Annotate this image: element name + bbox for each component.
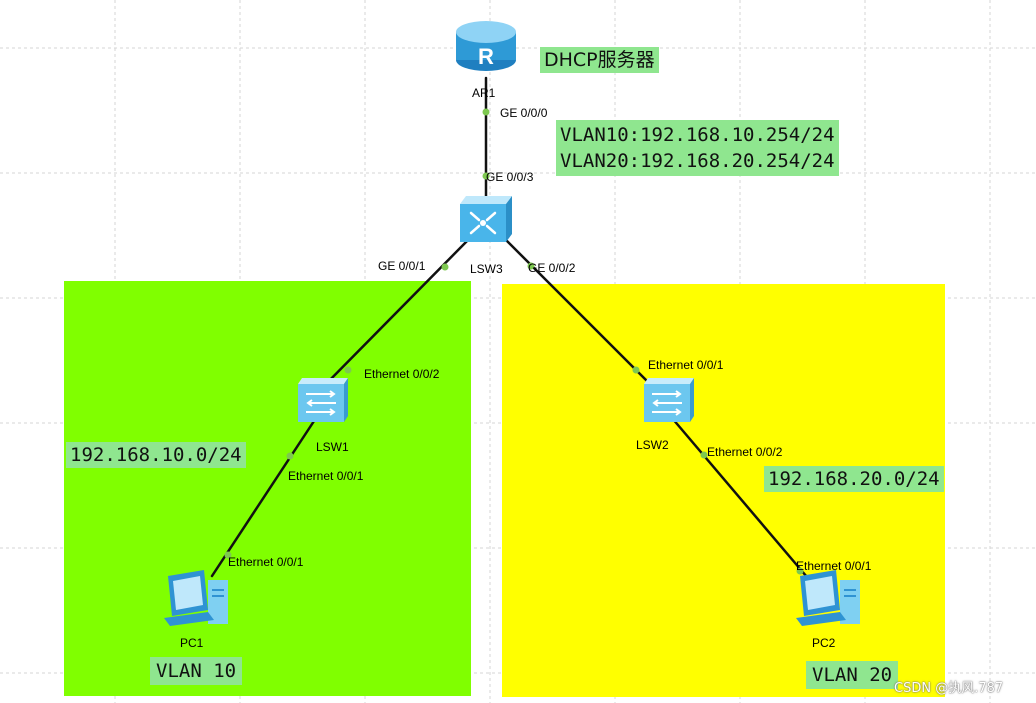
pc-icon[interactable] <box>796 570 860 626</box>
router-icon[interactable]: R <box>456 21 516 71</box>
port-label-lsw3-ge002: GE 0/0/2 <box>528 261 576 275</box>
port-label-pc1-e001: Ethernet 0/0/1 <box>228 555 304 569</box>
port-label-pc2-e001: Ethernet 0/0/1 <box>796 559 872 573</box>
device-label-lsw2: LSW2 <box>636 438 669 452</box>
watermark: CSDN @执风.787 <box>894 681 1004 696</box>
note-dhcp-server: DHCP服务器 <box>540 47 659 73</box>
note-vlanif-addresses: VLAN10:192.168.10.254/24 VLAN20:192.168.… <box>556 120 839 176</box>
l2-switch-icon[interactable] <box>644 378 694 422</box>
device-label-lsw3: LSW3 <box>470 262 503 276</box>
link-lsw2-pc2[interactable] <box>670 416 820 592</box>
port-label-lsw1-e001: Ethernet 0/0/1 <box>288 469 364 483</box>
port-dot-pc2-e001 <box>796 567 804 575</box>
port-dot-lsw1-e002 <box>344 366 352 374</box>
note-vlan20: VLAN 20 <box>806 661 899 689</box>
port-label-ar1-ge000: GE 0/0/0 <box>500 106 548 120</box>
port-label-lsw3-ge003: GE 0/0/3 <box>486 170 534 184</box>
device-label-pc1: PC1 <box>180 636 204 650</box>
note-subnet10: 192.168.10.0/24 <box>66 442 246 468</box>
port-dot-lsw1-e001 <box>286 452 294 460</box>
device-label-pc2: PC2 <box>812 636 836 650</box>
port-dots <box>224 108 804 575</box>
device-label-lsw1: LSW1 <box>316 440 349 454</box>
l2-switch-icon[interactable] <box>298 378 348 422</box>
l3-switch-icon[interactable] <box>460 196 512 242</box>
port-dot-pc1-e001 <box>224 551 232 559</box>
link-lsw1-pc1[interactable] <box>210 416 318 578</box>
port-dot-lsw2-e001 <box>632 366 640 374</box>
port-dot-lsw3-ge003 <box>482 172 490 180</box>
port-label-lsw1-e002: Ethernet 0/0/2 <box>364 367 440 381</box>
port-dot-lsw3-ge002 <box>527 262 535 270</box>
note-vlanif10: VLAN10:192.168.10.254/24 <box>560 124 835 146</box>
port-dot-lsw3-ge001 <box>441 263 449 271</box>
port-dot-ar1-ge000 <box>482 108 490 116</box>
vlan10-zone <box>64 281 471 696</box>
device-label-ar1: AR1 <box>472 86 496 100</box>
note-subnet20: 192.168.20.0/24 <box>764 466 944 492</box>
note-vlan10: VLAN 10 <box>150 657 243 685</box>
port-label-lsw2-e002: Ethernet 0/0/2 <box>707 445 783 459</box>
port-label-lsw2-e001: Ethernet 0/0/1 <box>648 358 724 372</box>
svg-text:R: R <box>478 44 494 69</box>
port-dot-lsw2-e002 <box>700 451 708 459</box>
link-lsw3-lsw1[interactable] <box>320 236 472 390</box>
pc-icon[interactable] <box>164 570 228 626</box>
port-label-lsw3-ge001: GE 0/0/1 <box>378 259 426 273</box>
note-vlanif20: VLAN20:192.168.20.254/24 <box>560 150 835 172</box>
